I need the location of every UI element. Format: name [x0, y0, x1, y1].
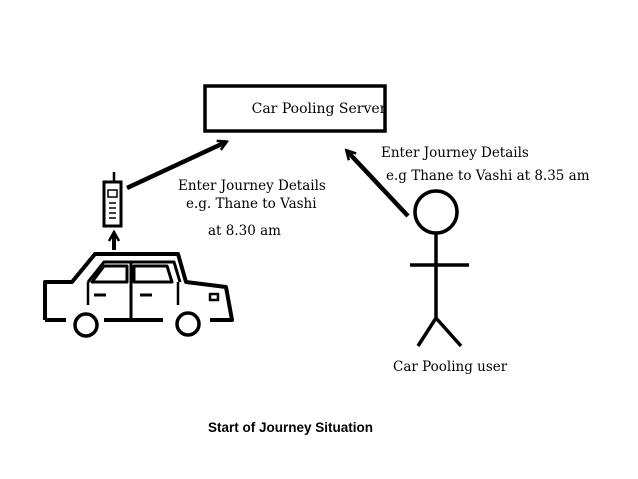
- car-request-line-2: e.g. Thane to Vashi: [186, 196, 317, 212]
- car-icon: [43, 252, 234, 338]
- arrow-phone-to-server: [126, 142, 226, 191]
- slide-caption: Start of Journey Situation: [208, 420, 374, 435]
- server-label: Car Pooling Server: [251, 101, 387, 117]
- car-request-line-3: at 8.30 am: [208, 223, 281, 239]
- user-figure-icon: [410, 189, 469, 348]
- arrow-user-to-server: [347, 151, 410, 218]
- user-request-line-2: e.g Thane to Vashi at 8.35 am: [386, 168, 590, 184]
- car-request-line-1: Enter Journey Details: [178, 178, 326, 194]
- phone-icon: [102, 172, 123, 228]
- server-box: [203, 84, 387, 133]
- user-request-line-1: Enter Journey Details: [381, 145, 529, 161]
- user-label: Car Pooling user: [393, 359, 508, 375]
